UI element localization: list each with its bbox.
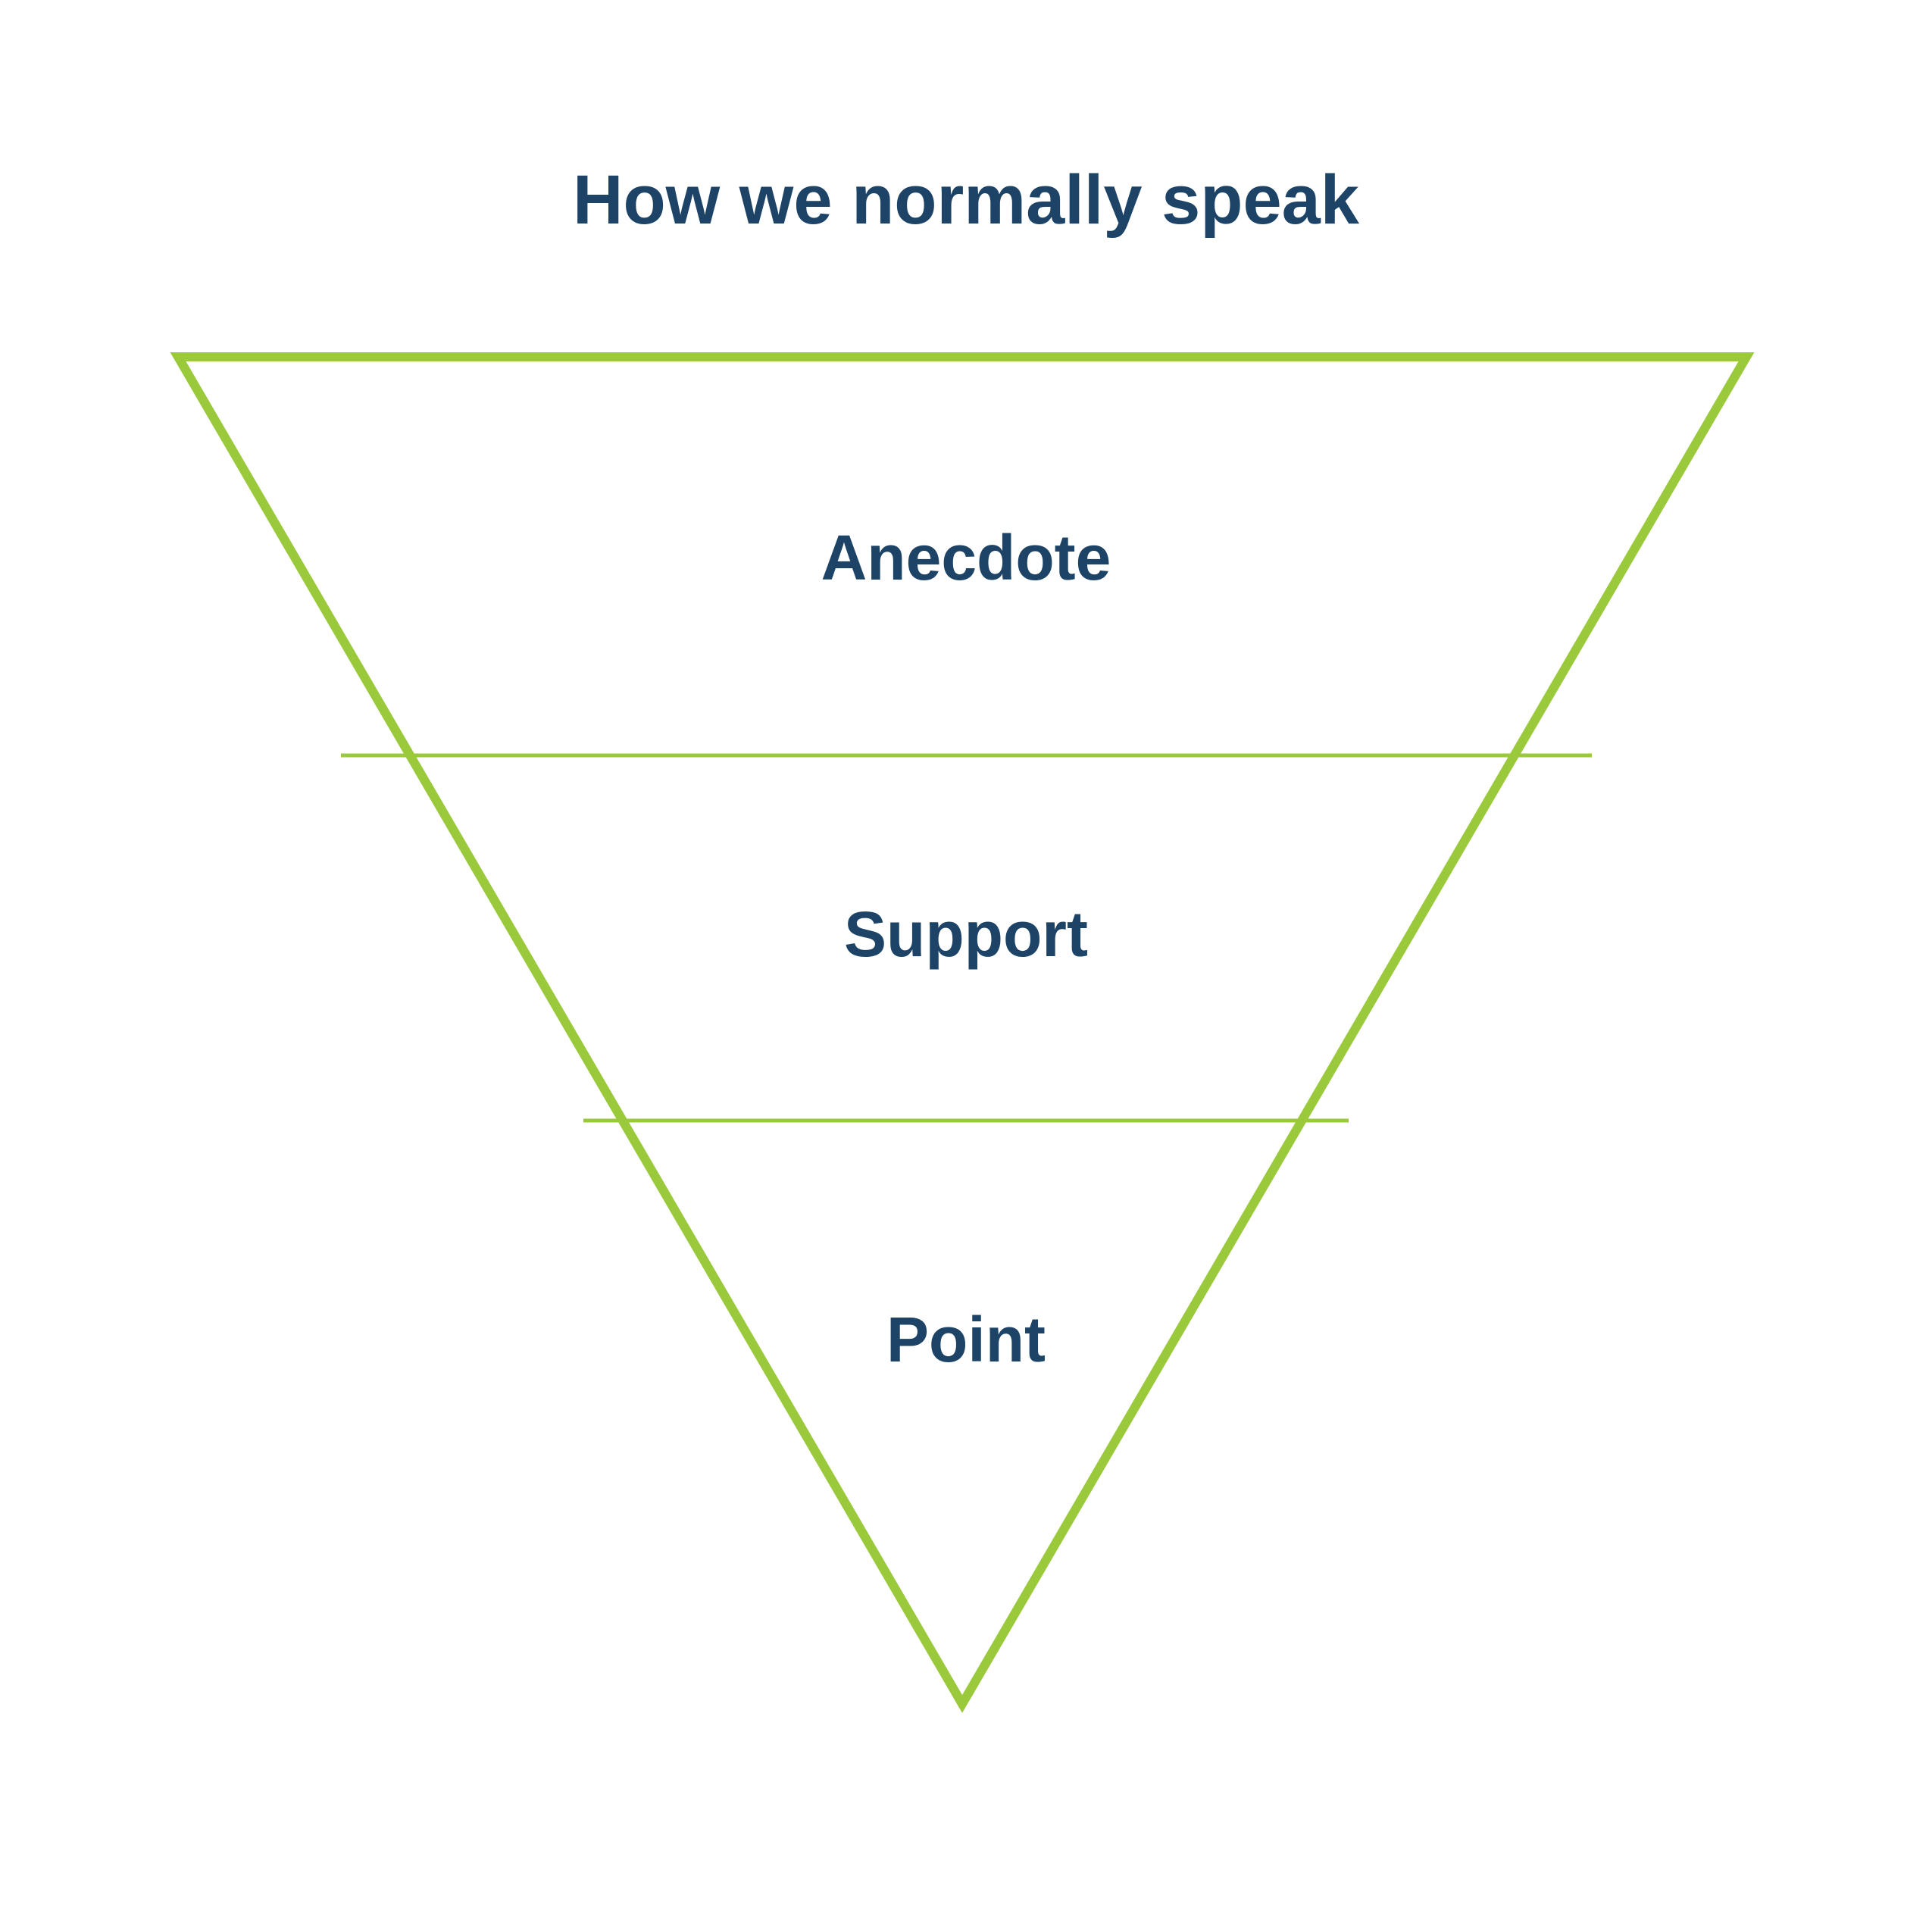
pyramid-outline (170, 352, 1755, 1713)
level-label-point: Point (886, 1304, 1046, 1375)
level-label-support: Support (844, 899, 1088, 970)
level-label-anecdote: Anecdote (821, 522, 1111, 593)
page-title: How we normally speak (573, 161, 1360, 239)
